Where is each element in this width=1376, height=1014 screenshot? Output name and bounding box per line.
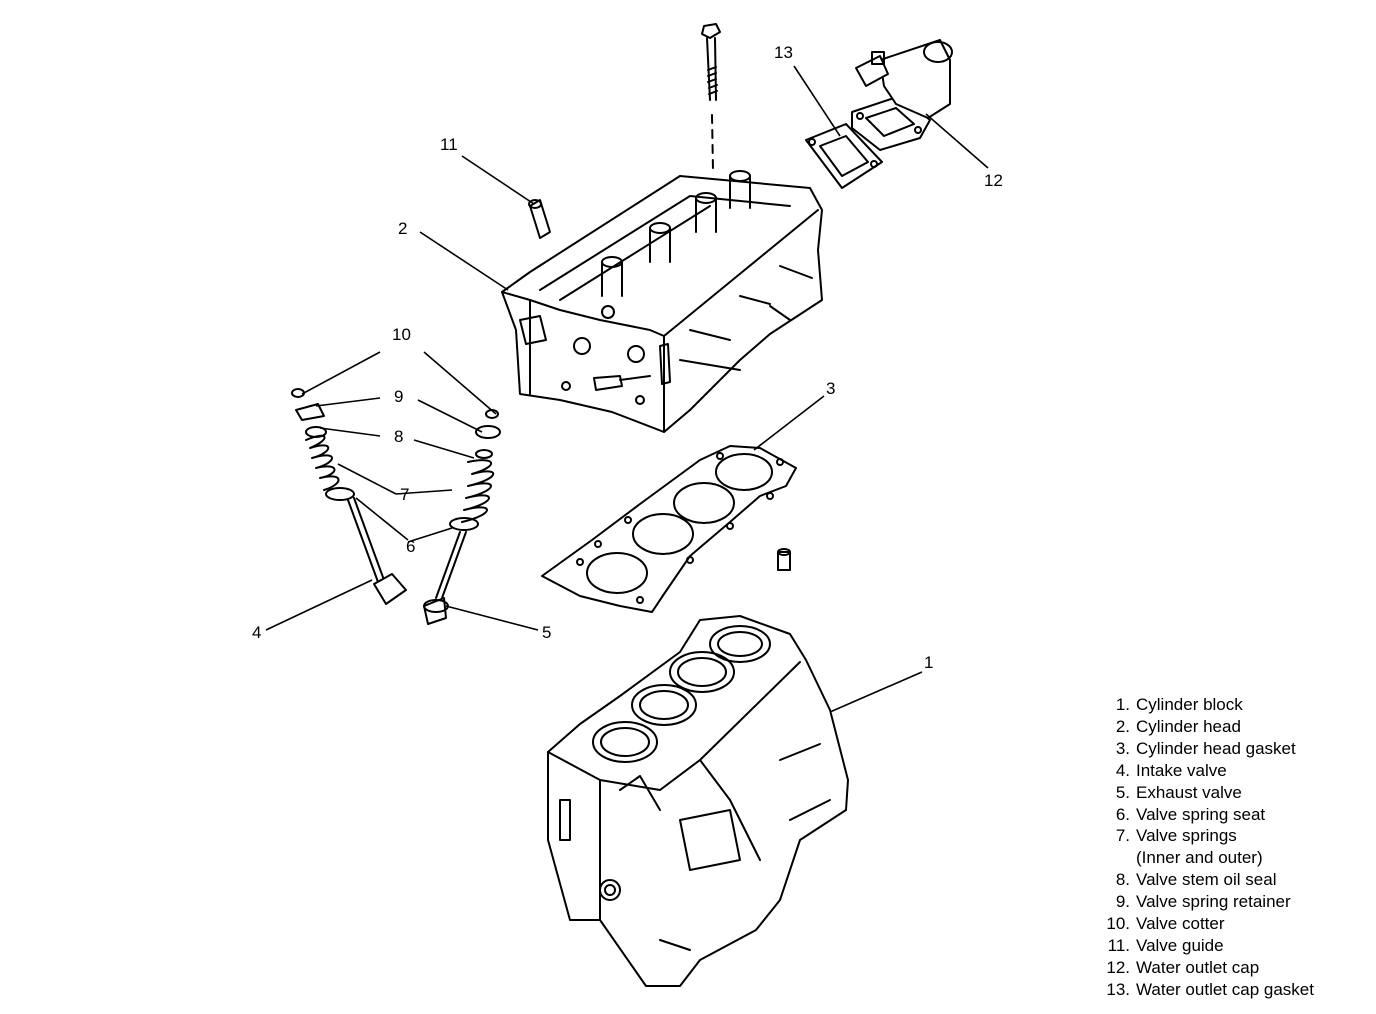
legend-label: Valve springs (1136, 826, 1237, 846)
legend-item: 9. Valve spring retainer (1092, 891, 1362, 913)
legend-number: 1. (1115, 695, 1130, 714)
legend-label: Water outlet cap (1136, 957, 1260, 977)
legend-number: 3. (1115, 738, 1130, 758)
callout-4: 4 (252, 623, 261, 642)
callout-numbers: 1 2 3 4 5 6 7 8 9 10 11 12 13 (252, 43, 1003, 672)
legend-label: Valve spring seat (1136, 804, 1266, 824)
callout-10: 10 (392, 325, 411, 344)
callout-6: 6 (406, 537, 415, 556)
legend-number: 5. (1115, 782, 1130, 802)
legend-item: 4. Intake valve (1092, 760, 1362, 782)
legend-number: 6. (1115, 804, 1130, 824)
legend-item: 13. Water outlet cap gasket (1092, 979, 1362, 1001)
legend-item: 6. Valve spring seat (1092, 804, 1362, 826)
legend-item: 5. Exhaust valve (1092, 782, 1362, 804)
legend-item: 11. Valve guide (1092, 935, 1362, 957)
water-outlet-cap-gasket (805, 123, 883, 189)
callout-3: 3 (826, 379, 835, 398)
legend-number: 8. (1115, 870, 1130, 890)
legend-number: 9. (1115, 892, 1130, 912)
legend-number: 11. (1107, 935, 1130, 955)
dowel-pin (777, 548, 791, 571)
legend-sublabel: (Inner and outer) (1136, 848, 1263, 868)
valve-guide (528, 199, 551, 239)
legend-label: Valve spring retainer (1136, 892, 1291, 912)
legend-number: 10. (1106, 914, 1130, 934)
legend-item: 7. Valve springs (1092, 825, 1362, 847)
cylinder-block (547, 615, 849, 987)
legend-label: Valve guide (1136, 935, 1224, 955)
callout-12: 12 (984, 171, 1003, 190)
head-bolt (701, 23, 721, 171)
callout-9: 9 (394, 387, 403, 406)
cylinder-head-gasket (541, 445, 797, 613)
legend-number: 2. (1115, 716, 1130, 736)
exhaust-valve-assembly (423, 409, 501, 625)
legend-number: 7. (1115, 826, 1130, 846)
callout-7: 7 (400, 485, 409, 504)
cylinder-head (501, 170, 823, 433)
legend-label: Cylinder head gasket (1136, 738, 1296, 758)
legend-label: Water outlet cap gasket (1136, 979, 1314, 999)
water-outlet-cap (851, 39, 953, 151)
legend-item: 12. Water outlet cap (1092, 957, 1362, 979)
callout-2: 2 (398, 219, 407, 238)
legend-number: 13. (1106, 979, 1130, 999)
parts-legend: 1. Cylinder block 2. Cylinder head 3. Cylin… (1092, 694, 1362, 1001)
legend-label: Cylinder block (1136, 695, 1243, 714)
legend-label: Valve cotter (1136, 914, 1225, 934)
leader-lines (265, 65, 989, 713)
callout-11: 11 (440, 135, 458, 154)
legend-label: Valve stem oil seal (1136, 870, 1277, 890)
legend-label: Cylinder head (1136, 716, 1241, 736)
legend-label: Intake valve (1136, 760, 1227, 780)
legend-item: 10. Valve cotter (1092, 913, 1362, 935)
callout-1: 1 (924, 653, 933, 672)
legend-item: 1. Cylinder block (1092, 694, 1362, 716)
legend-number: 4. (1115, 760, 1130, 780)
legend-number: 12. (1106, 957, 1130, 977)
legend-item: 2. Cylinder head (1092, 716, 1362, 738)
callout-13: 13 (774, 43, 793, 62)
callout-8: 8 (394, 427, 403, 446)
intake-valve-assembly (291, 388, 407, 605)
legend-label: Exhaust valve (1136, 782, 1242, 802)
callout-5: 5 (542, 623, 551, 642)
legend-item: 3. Cylinder head gasket (1092, 738, 1362, 760)
legend-item: 8. Valve stem oil seal (1092, 869, 1362, 891)
